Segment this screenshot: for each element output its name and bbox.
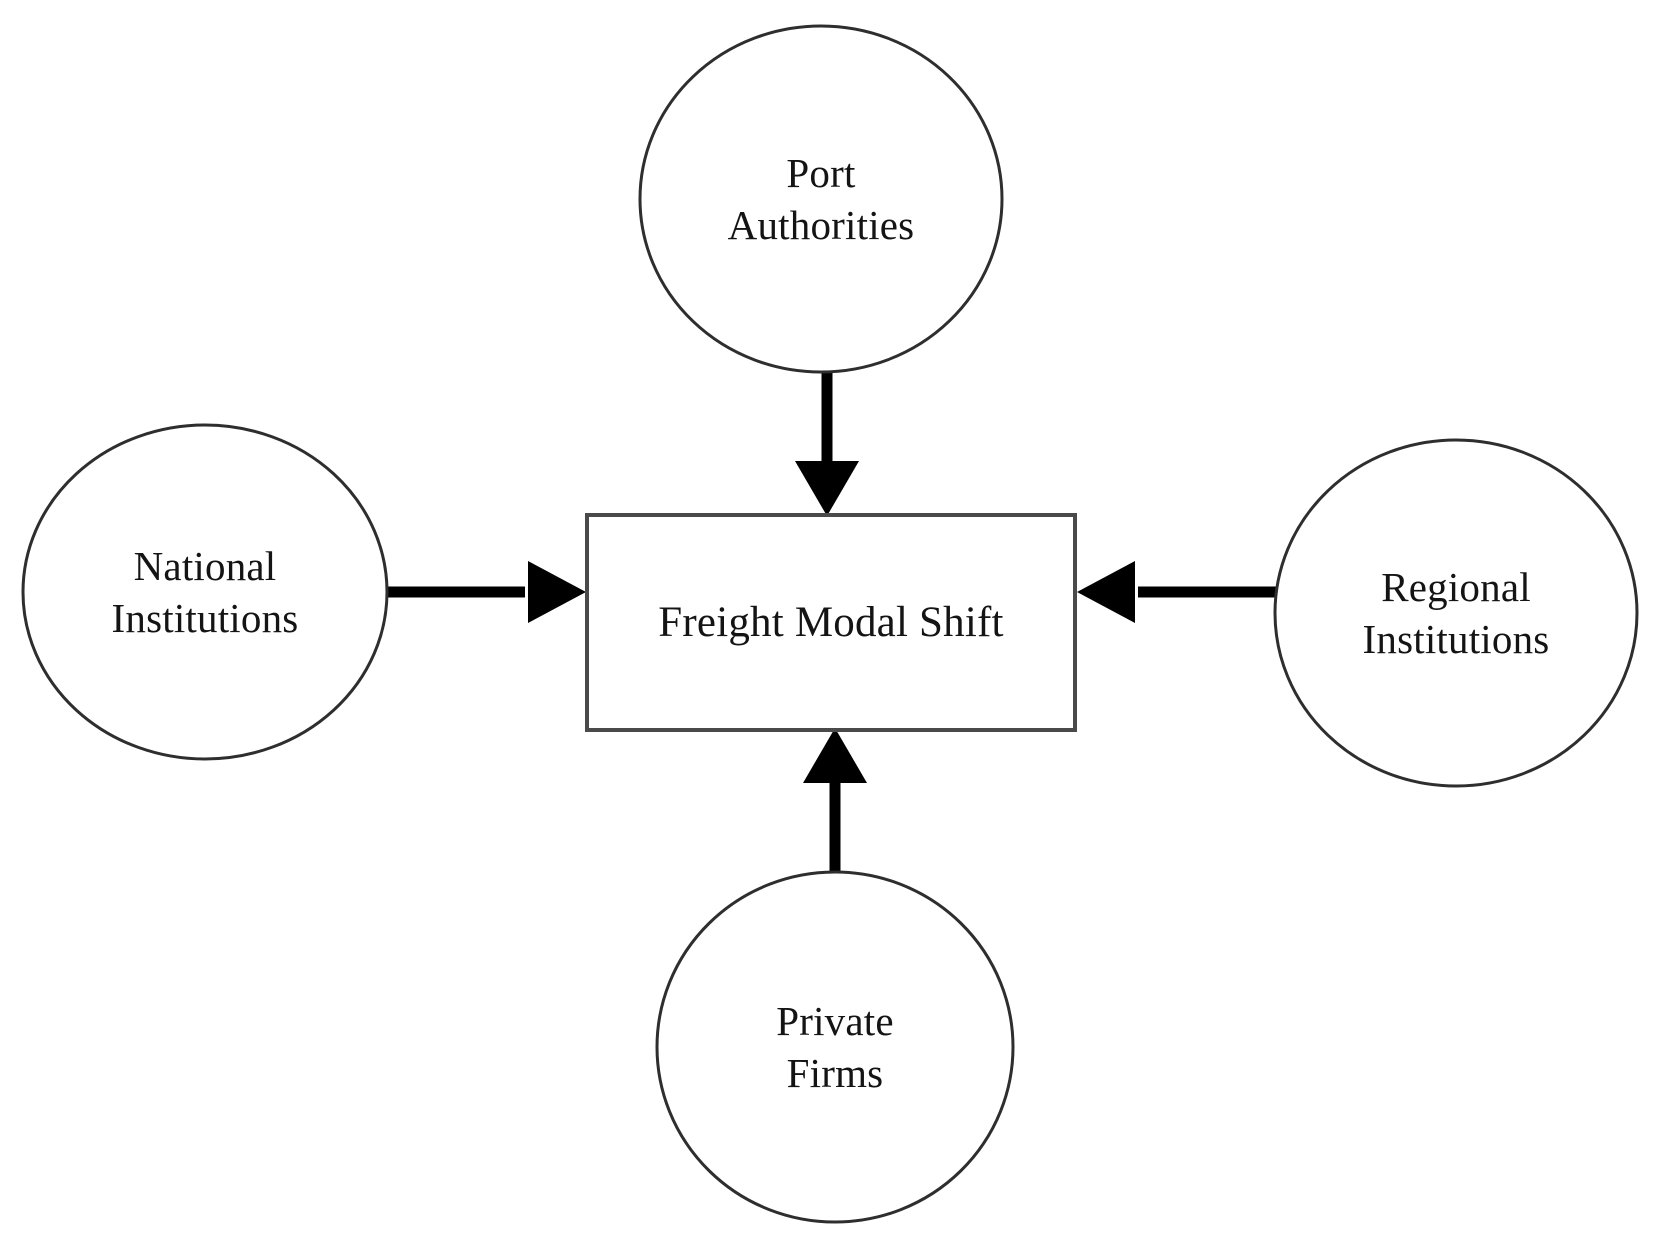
node-private-firms-shape[interactable]: [655, 870, 1015, 1224]
edge-port-authorities-arrowhead: [795, 461, 859, 516]
edge-private-firms-arrowhead: [803, 728, 867, 783]
node-national-institutions-shape[interactable]: [21, 423, 389, 761]
node-freight-modal-shift-shape[interactable]: [585, 513, 1077, 732]
edge-port-authorities: [795, 373, 859, 516]
node-port-authorities-shape[interactable]: [638, 24, 1004, 374]
edge-national-institutions: [385, 561, 586, 623]
edge-regional-institutions: [1077, 561, 1277, 623]
node-regional-institutions-shape[interactable]: [1273, 438, 1639, 788]
edge-national-institutions-arrowhead: [528, 561, 586, 623]
edge-private-firms: [803, 728, 867, 872]
edge-regional-institutions-arrowhead: [1077, 561, 1135, 623]
